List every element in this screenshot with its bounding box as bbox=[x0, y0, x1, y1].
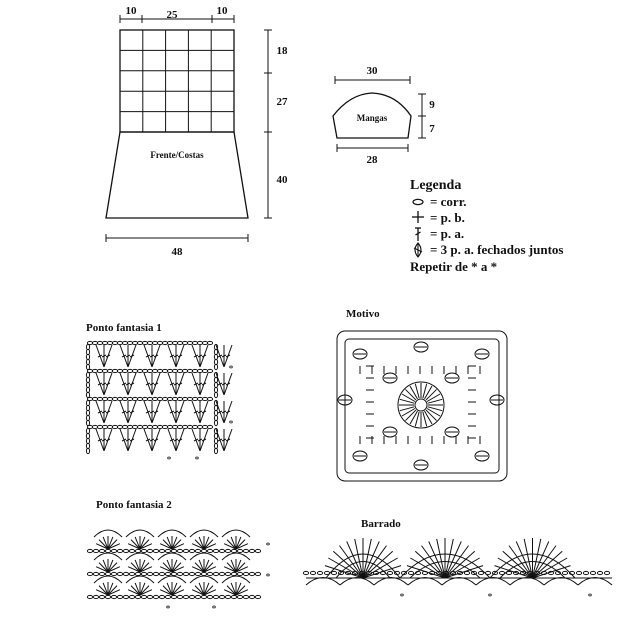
svg-text:*: * bbox=[229, 364, 234, 375]
legend-item-chain: = corr. bbox=[430, 194, 467, 209]
svg-text:*: * bbox=[400, 592, 405, 603]
sleeve-side-dim-1: 9 bbox=[429, 99, 435, 111]
ponto1-chart: * * * * bbox=[85, 340, 234, 466]
barrado-title: Barrado bbox=[361, 518, 401, 530]
top-dim-left: 10 bbox=[126, 5, 138, 17]
svg-text:*: * bbox=[195, 455, 200, 466]
single-crochet-icon bbox=[412, 211, 424, 223]
svg-text:*: * bbox=[588, 592, 593, 603]
chain-icon bbox=[412, 198, 424, 206]
legend-item-single-crochet: = p. b. bbox=[430, 210, 465, 225]
motivo-chart bbox=[336, 330, 508, 482]
legend-item-double-crochet: = p. a. bbox=[430, 226, 464, 241]
sleeve-pattern: 30 Mangas 28 9 7 bbox=[332, 65, 435, 166]
motivo-title: Motivo bbox=[346, 308, 380, 320]
side-dim-2: 27 bbox=[277, 96, 289, 108]
body-pattern: Frente/Costas 10 25 10 18 27 40 48 bbox=[105, 5, 289, 258]
sleeve-bottom-dim: 28 bbox=[367, 154, 379, 166]
sleeve-side-dim-2: 7 bbox=[429, 123, 435, 135]
side-dim-1: 18 bbox=[277, 45, 289, 57]
svg-text:*: * bbox=[166, 604, 171, 615]
cluster-icon bbox=[413, 242, 423, 258]
svg-text:*: * bbox=[167, 455, 172, 466]
svg-text:*: * bbox=[266, 541, 271, 552]
barrado-chart: * * * bbox=[302, 538, 613, 603]
legend-title: Legenda bbox=[410, 178, 461, 193]
double-crochet-icon bbox=[415, 227, 421, 241]
svg-text:*: * bbox=[229, 419, 234, 430]
top-dim-right: 10 bbox=[217, 5, 229, 17]
ponto2-chart: * * * * bbox=[86, 529, 271, 615]
top-dim-middle: 25 bbox=[167, 9, 179, 21]
legend-item-cluster: = 3 p. a. fechados juntos bbox=[430, 242, 563, 257]
svg-text:*: * bbox=[488, 592, 493, 603]
legend-repeat-note: Repetir de * a * bbox=[410, 259, 497, 274]
legend: Legenda = corr. = p. b. = p. a. = 3 p. a… bbox=[410, 178, 563, 274]
svg-text:*: * bbox=[266, 572, 271, 583]
ponto1-title: Ponto fantasia 1 bbox=[86, 322, 162, 334]
body-pattern-label: Frente/Costas bbox=[150, 150, 204, 160]
sleeve-top-dim: 30 bbox=[367, 65, 379, 77]
bottom-dim: 48 bbox=[172, 246, 184, 258]
sleeve-label: Mangas bbox=[357, 113, 388, 123]
ponto2-title: Ponto fantasia 2 bbox=[96, 499, 172, 511]
side-dim-3: 40 bbox=[277, 174, 289, 186]
svg-text:*: * bbox=[212, 604, 217, 615]
